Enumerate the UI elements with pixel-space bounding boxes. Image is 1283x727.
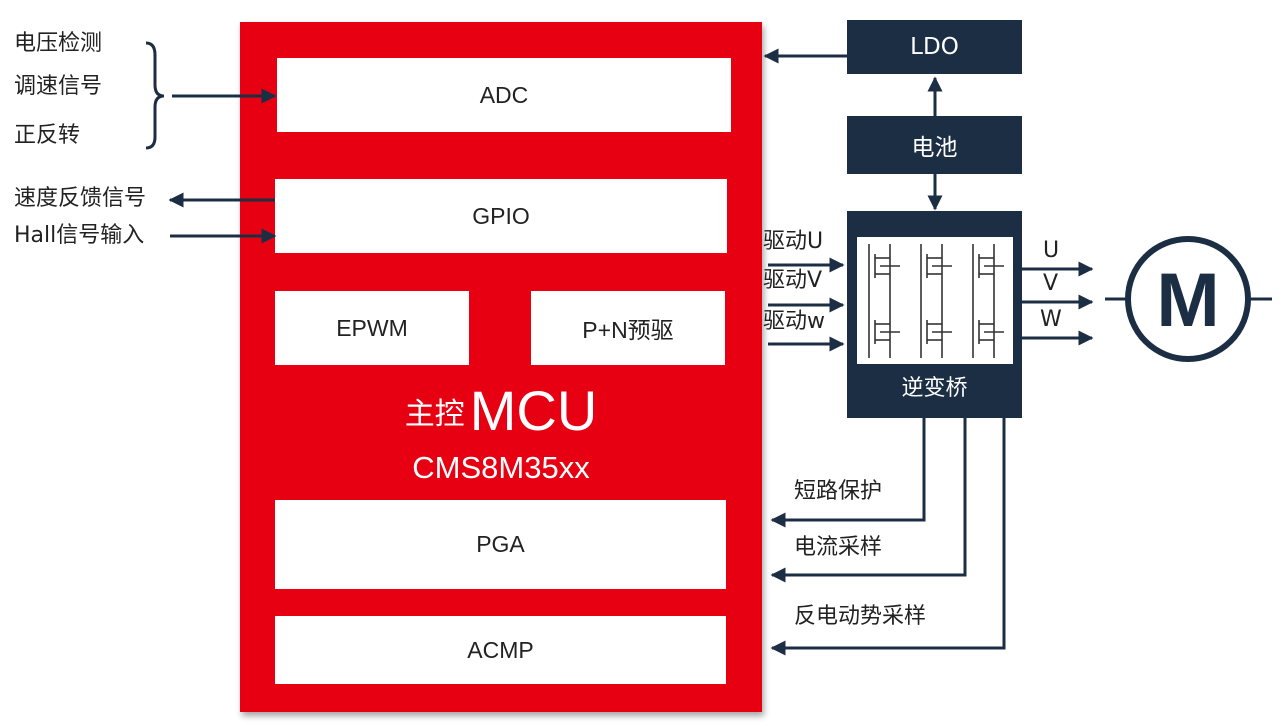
mcu-title-en: MCU (469, 379, 598, 442)
label-speed-feedback: 速度反馈信号 (14, 186, 147, 211)
motor-letter: M (1156, 258, 1219, 343)
motor-symbol: M (1125, 236, 1251, 362)
label-drive-u: 驱动U (763, 229, 824, 254)
inverter-label: 逆变桥 (901, 376, 968, 401)
mcu-part-number: CMS8M35xx (412, 450, 590, 485)
mcu-title: 主控 MCU (240, 378, 762, 443)
acmp-block: ACMP (275, 616, 726, 684)
battery-block: 电池 (847, 116, 1022, 174)
motor-circle (1125, 236, 1251, 362)
mcu-title-cn: 主控 (404, 397, 465, 432)
label-voltage-detect: 电压检测 (14, 31, 103, 56)
label-hall-input: Hall信号输入 (14, 223, 145, 248)
input-brace (145, 41, 165, 150)
line-bemf-sample (770, 418, 1006, 656)
label-current-sample: 电流采样 (794, 535, 883, 560)
label-short-protect: 短路保护 (794, 479, 883, 504)
predriver-block: P+N预驱 (531, 291, 725, 365)
epwm-block: EPWM (275, 291, 469, 365)
ldo-block: LDO (847, 20, 1022, 74)
mosfet-v (920, 244, 952, 358)
label-phase-w: W (1040, 307, 1062, 332)
mosfet-w (972, 244, 1004, 358)
mosfet-u (868, 244, 900, 358)
label-drive-v: 驱动V (763, 268, 823, 293)
line-current-sample (770, 418, 967, 583)
label-direction: 正反转 (14, 123, 81, 148)
gpio-block: GPIO (275, 179, 727, 253)
label-bemf-sample: 反电动势采样 (794, 604, 927, 629)
label-phase-v: V (1043, 271, 1059, 296)
adc-block: ADC (277, 58, 731, 132)
mcu-block (240, 22, 762, 712)
pga-block: PGA (275, 500, 726, 589)
mosfet-switches (868, 244, 1004, 358)
label-speed-signal: 调速信号 (14, 74, 103, 99)
label-phase-u: U (1043, 238, 1060, 263)
label-drive-w: 驱动w (763, 309, 825, 334)
line-short-protect (770, 418, 926, 528)
